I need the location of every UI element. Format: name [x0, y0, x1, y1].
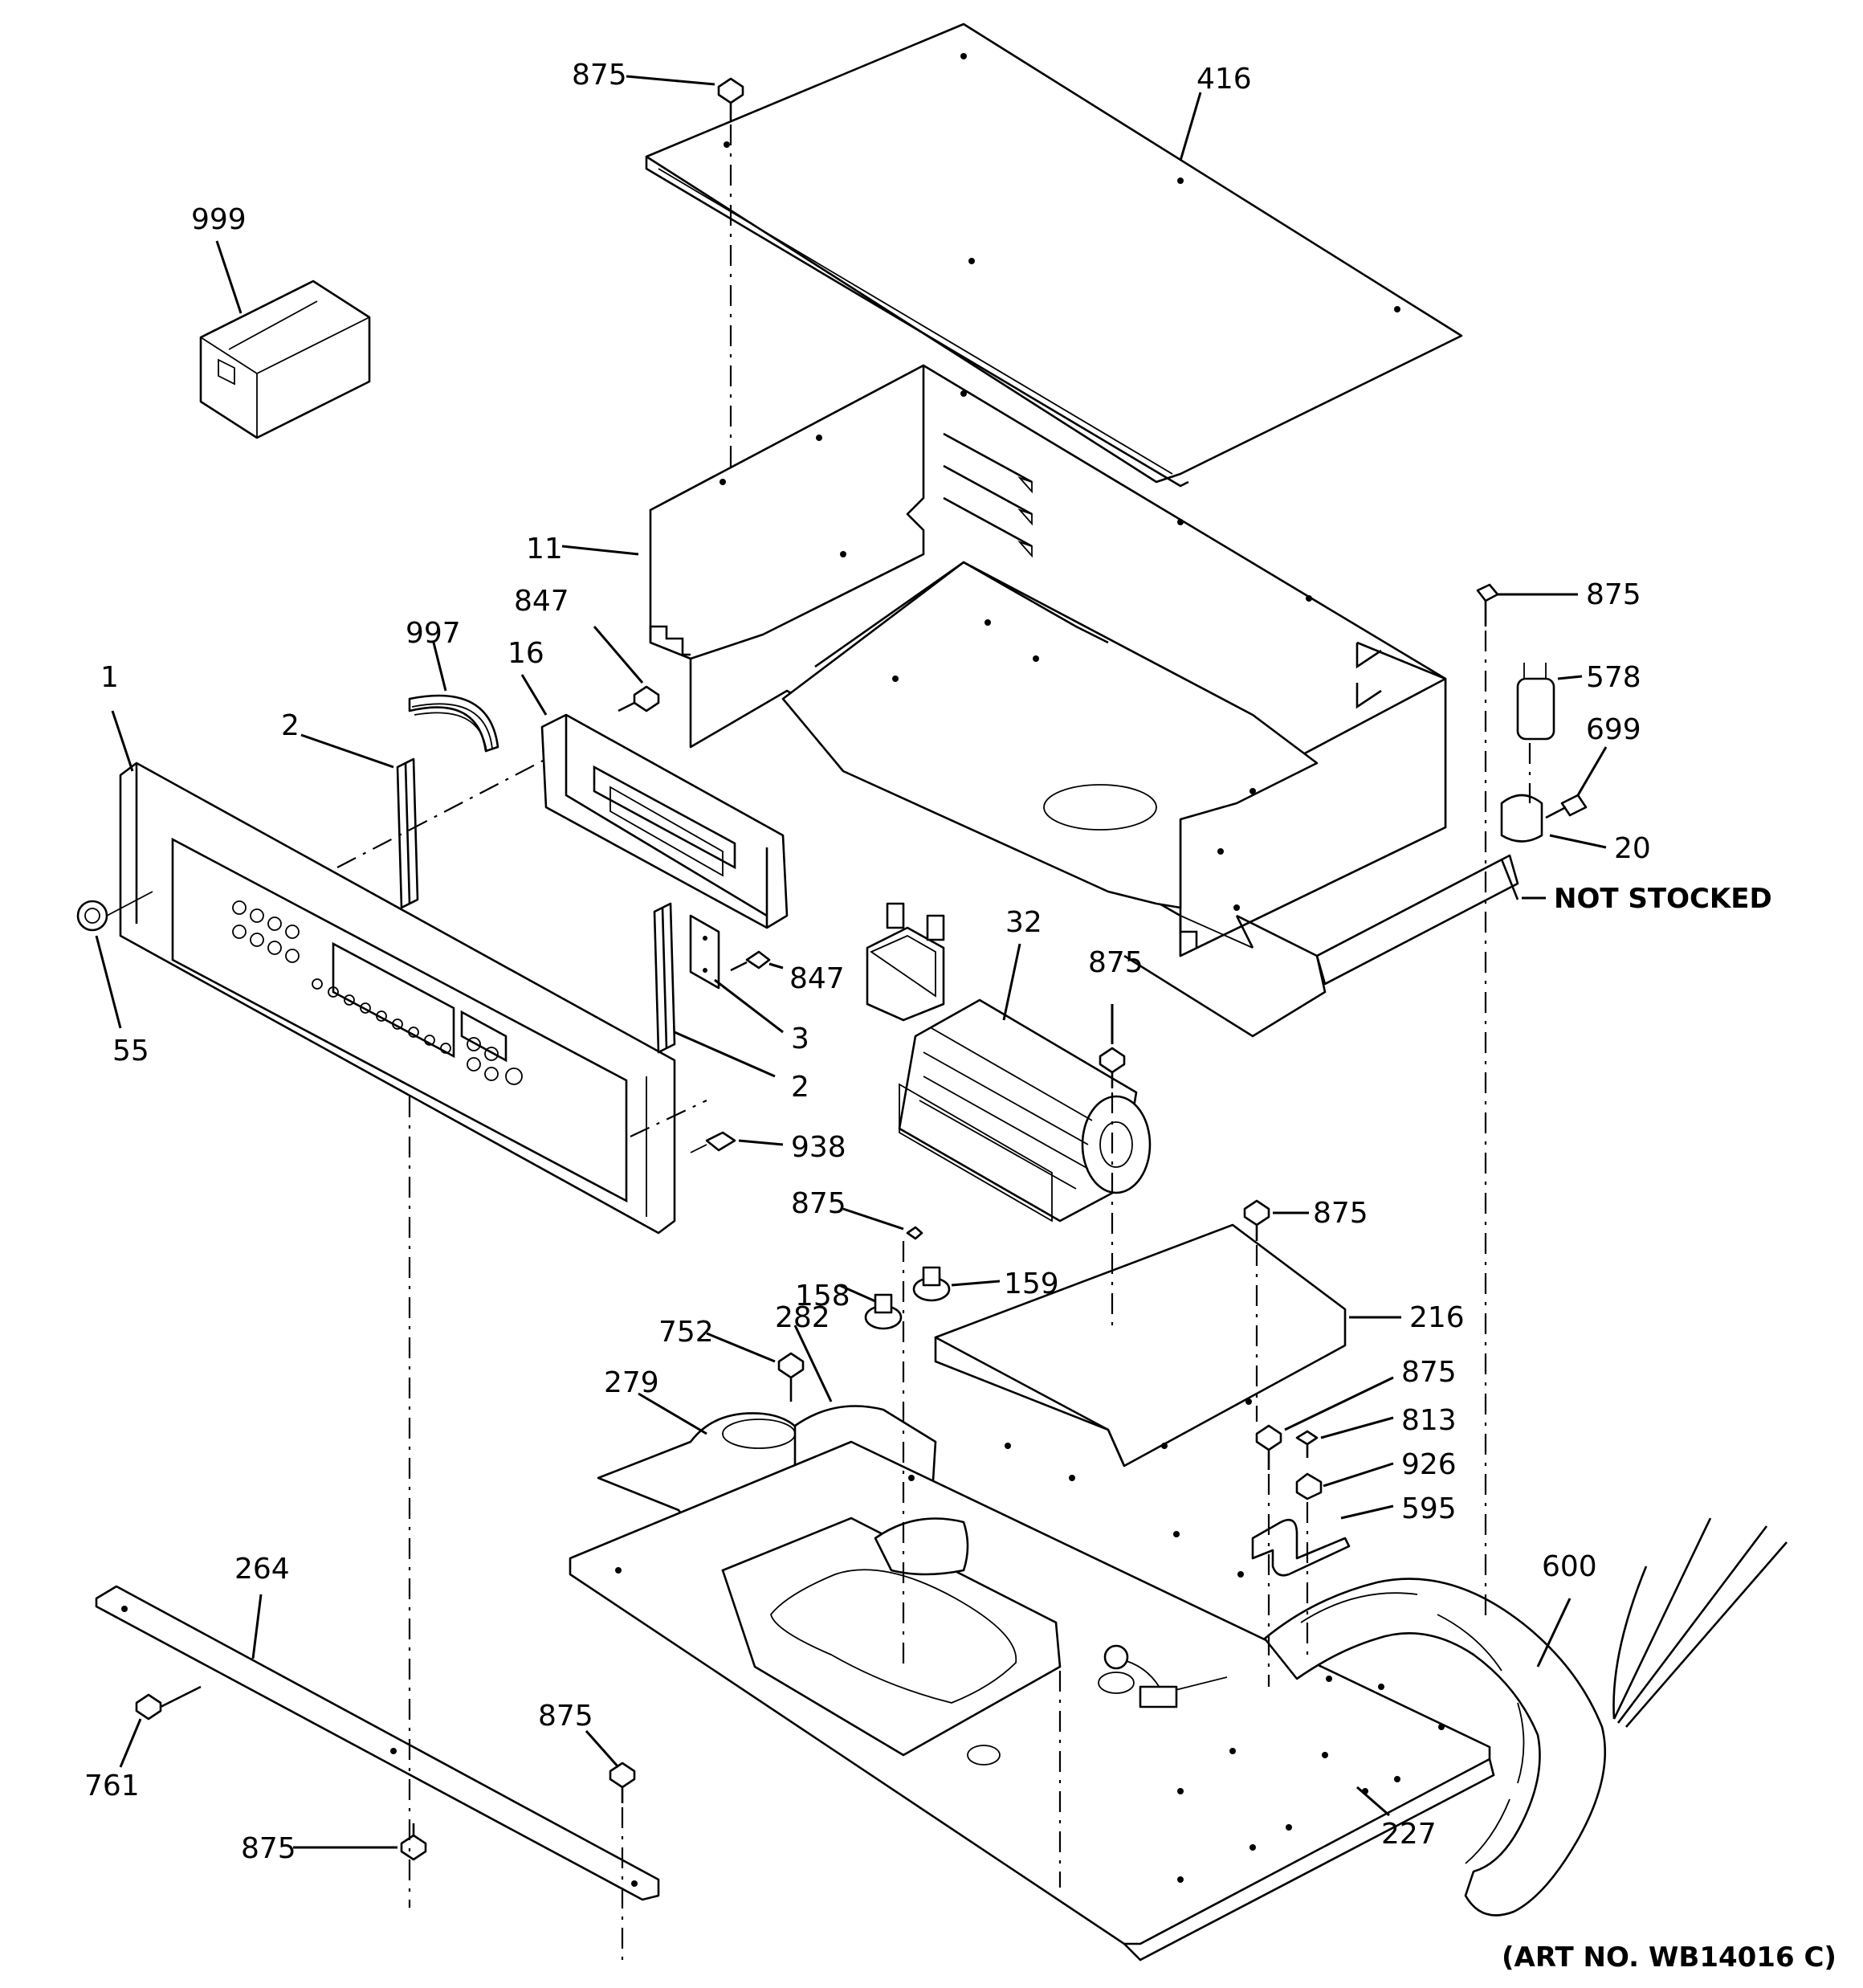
part-875-screw-trim	[585, 1730, 636, 1803]
part-875-screw-bottom	[293, 1823, 427, 1861]
callout-282: 282	[775, 1301, 830, 1334]
part-2-bracket-top	[300, 733, 419, 909]
part-875-screw-right	[1476, 583, 1578, 627]
callout-875-stat: 875	[791, 1187, 846, 1220]
callout-926: 926	[1401, 1448, 1457, 1481]
callout-159: 159	[1004, 1268, 1059, 1300]
callout-16: 16	[508, 637, 544, 670]
callout-279: 279	[604, 1366, 659, 1399]
part-997-ribbon	[408, 642, 499, 753]
alignment-lines	[336, 125, 1531, 1960]
callout-999: 999	[191, 203, 247, 236]
not-stocked-note: NOT STOCKED	[1554, 883, 1772, 915]
callout-20: 20	[1614, 832, 1651, 865]
part-761-screw	[119, 1685, 202, 1768]
callout-416: 416	[1196, 63, 1252, 96]
part-55-nut	[76, 891, 153, 1029]
callout-55: 55	[112, 1035, 149, 1067]
part-1-control-panel	[111, 710, 676, 1235]
part-875-screw-stat	[842, 1207, 923, 1240]
keypad-buttons	[232, 900, 523, 1085]
callout-875-top: 875	[572, 59, 627, 92]
callout-847-mid: 847	[789, 962, 845, 995]
part-578-capacitor	[1516, 663, 1583, 741]
callout-595: 595	[1401, 1492, 1457, 1525]
part-216-duct-cover	[934, 1223, 1401, 1468]
part-159-thermostat	[912, 1266, 1001, 1302]
callout-752: 752	[658, 1316, 714, 1349]
callout-600: 600	[1542, 1550, 1597, 1583]
callout-158: 158	[795, 1280, 850, 1312]
part-158-thermostat	[838, 1284, 903, 1330]
part-227-base-plate	[569, 1440, 1495, 1961]
part-3-plate	[689, 914, 784, 1034]
callout-11: 11	[526, 533, 563, 565]
part-32-blower	[866, 902, 1152, 1223]
callout-875-bracket: 875	[1401, 1356, 1457, 1389]
part-999-box	[199, 240, 371, 439]
callout-875-right: 875	[1586, 578, 1641, 611]
callout-761: 761	[84, 1770, 140, 1802]
part-699-screw	[1545, 746, 1608, 819]
part-926-nut	[1295, 1462, 1394, 1500]
callout-2-top: 2	[281, 709, 300, 742]
callout-32: 32	[1005, 906, 1042, 939]
callout-3: 3	[791, 1023, 809, 1055]
callout-875-fan: 875	[1088, 946, 1143, 979]
part-264-trim	[95, 1585, 660, 1901]
callout-875-duct: 875	[1313, 1197, 1368, 1230]
part-600-conduit	[1263, 1517, 1788, 1917]
part-813-screw	[1295, 1416, 1394, 1458]
callout-1: 1	[100, 661, 119, 694]
part-847-screw-top	[593, 626, 660, 712]
part-16-control-board	[520, 674, 789, 929]
callout-2-bottom: 2	[791, 1071, 809, 1104]
callout-813: 813	[1401, 1404, 1457, 1437]
callout-216: 216	[1409, 1301, 1465, 1334]
callout-labels: 999 875 416 11 847 997 16 1 2 875 578 69…	[84, 59, 1837, 1974]
callout-264: 264	[234, 1553, 290, 1586]
not-stocked-bracket	[1315, 854, 1546, 986]
part-875-screw-bracket	[1255, 1376, 1394, 1470]
callout-997: 997	[406, 617, 461, 650]
part-875-screw-top	[626, 75, 744, 120]
callout-227: 227	[1381, 1818, 1437, 1851]
part-875-screw-fan	[1099, 1004, 1126, 1088]
part-847-screw-mid	[730, 950, 784, 972]
part-20-clamp	[1500, 794, 1607, 849]
part-416-top-panel	[645, 22, 1463, 488]
part-595-clamp	[1251, 1504, 1394, 1577]
part-875-screw-duct	[1243, 1199, 1309, 1241]
art-number: (ART NO. WB14016 C)	[1502, 1941, 1837, 1974]
callout-699: 699	[1586, 713, 1641, 746]
callout-875-trim: 875	[538, 1700, 593, 1733]
part-752-screw	[706, 1332, 805, 1402]
callout-938: 938	[791, 1131, 846, 1164]
part-938-clip	[690, 1131, 784, 1153]
part-2-bracket-bottom	[653, 902, 776, 1078]
part-11-housing	[561, 364, 1447, 1038]
callout-875-bottom: 875	[241, 1832, 296, 1865]
callout-847-top: 847	[514, 585, 569, 618]
callout-578: 578	[1586, 661, 1641, 694]
